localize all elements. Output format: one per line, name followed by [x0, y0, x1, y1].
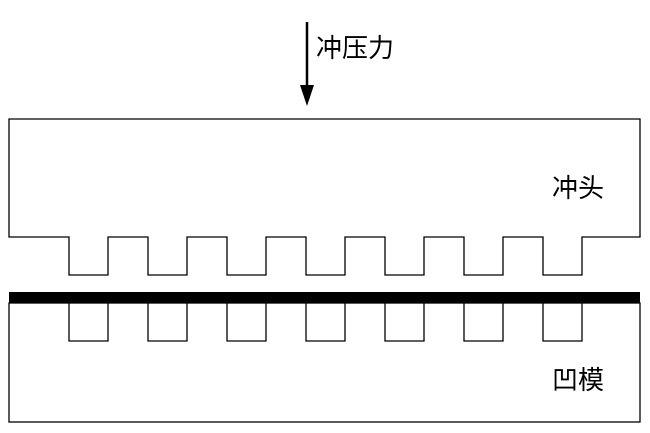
punch-label: 冲头 [552, 174, 605, 204]
metal-sheet [9, 292, 640, 303]
die-cavity [384, 303, 425, 342]
die [8, 302, 641, 423]
die-cavity [226, 303, 267, 342]
die-cavity [305, 303, 346, 342]
die-cavities [68, 303, 583, 342]
punch [8, 118, 641, 276]
force-arrow [300, 22, 314, 106]
die-cavity [147, 303, 188, 342]
force-label: 冲压力 [316, 34, 395, 64]
die-cavity [542, 303, 583, 342]
die-label: 凹模 [552, 366, 605, 396]
force-arrow-head [300, 85, 314, 106]
die-cavity [463, 303, 504, 342]
die-cavity [68, 303, 109, 342]
